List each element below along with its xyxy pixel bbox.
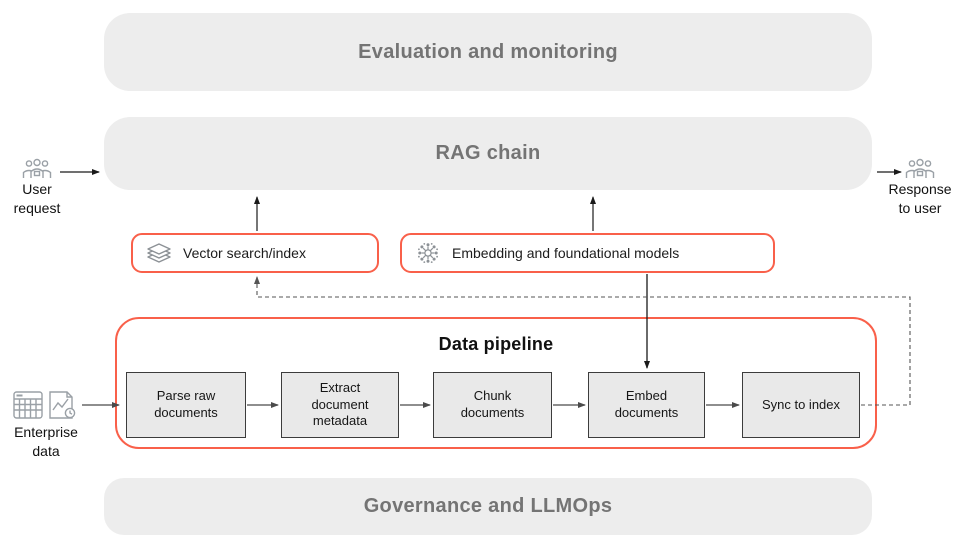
users-icon [905,158,935,178]
enterprise-data-icon-group [13,391,76,419]
users-icon [22,158,52,178]
rag-chain-band: RAG chain [104,117,872,190]
user-request-label: User request [13,181,61,216]
rag-chain-label: RAG chain [435,142,541,164]
user-request-icon-wrap [21,158,53,180]
pipeline-step-extract: Extract document metadata [281,372,399,438]
evaluation-monitoring-label: Evaluation and monitoring [358,40,618,63]
response-to-user-label: Response to user [888,181,952,216]
pipeline-step-sync: Sync to index [742,372,860,438]
table-icon [13,391,43,419]
embedding-models-label: Embedding and foundational models [452,245,680,261]
embedding-models-box: Embedding and foundational models [400,233,775,273]
response-to-user-icon-wrap [904,158,936,180]
pipeline-step-parse: Parse raw documents [126,372,246,438]
governance-llmops-label: Governance and LLMOps [363,495,613,517]
enterprise-data-icons [13,390,79,422]
evaluation-monitoring-band: Evaluation and monitoring [104,13,872,91]
layers-icon [147,242,171,263]
vector-search-index-box: Vector search/index [131,233,379,273]
document-chart-icon [49,391,76,419]
enterprise-data-label: Enterprise data [14,424,78,459]
governance-llmops-band: Governance and LLMOps [104,478,872,535]
pipeline-step-chunk: Chunk documents [433,372,552,438]
vector-search-index-label: Vector search/index [183,245,306,261]
neural-network-icon [418,243,438,263]
data-pipeline-title: Data pipeline [438,334,554,354]
pipeline-step-embed: Embed documents [588,372,705,438]
